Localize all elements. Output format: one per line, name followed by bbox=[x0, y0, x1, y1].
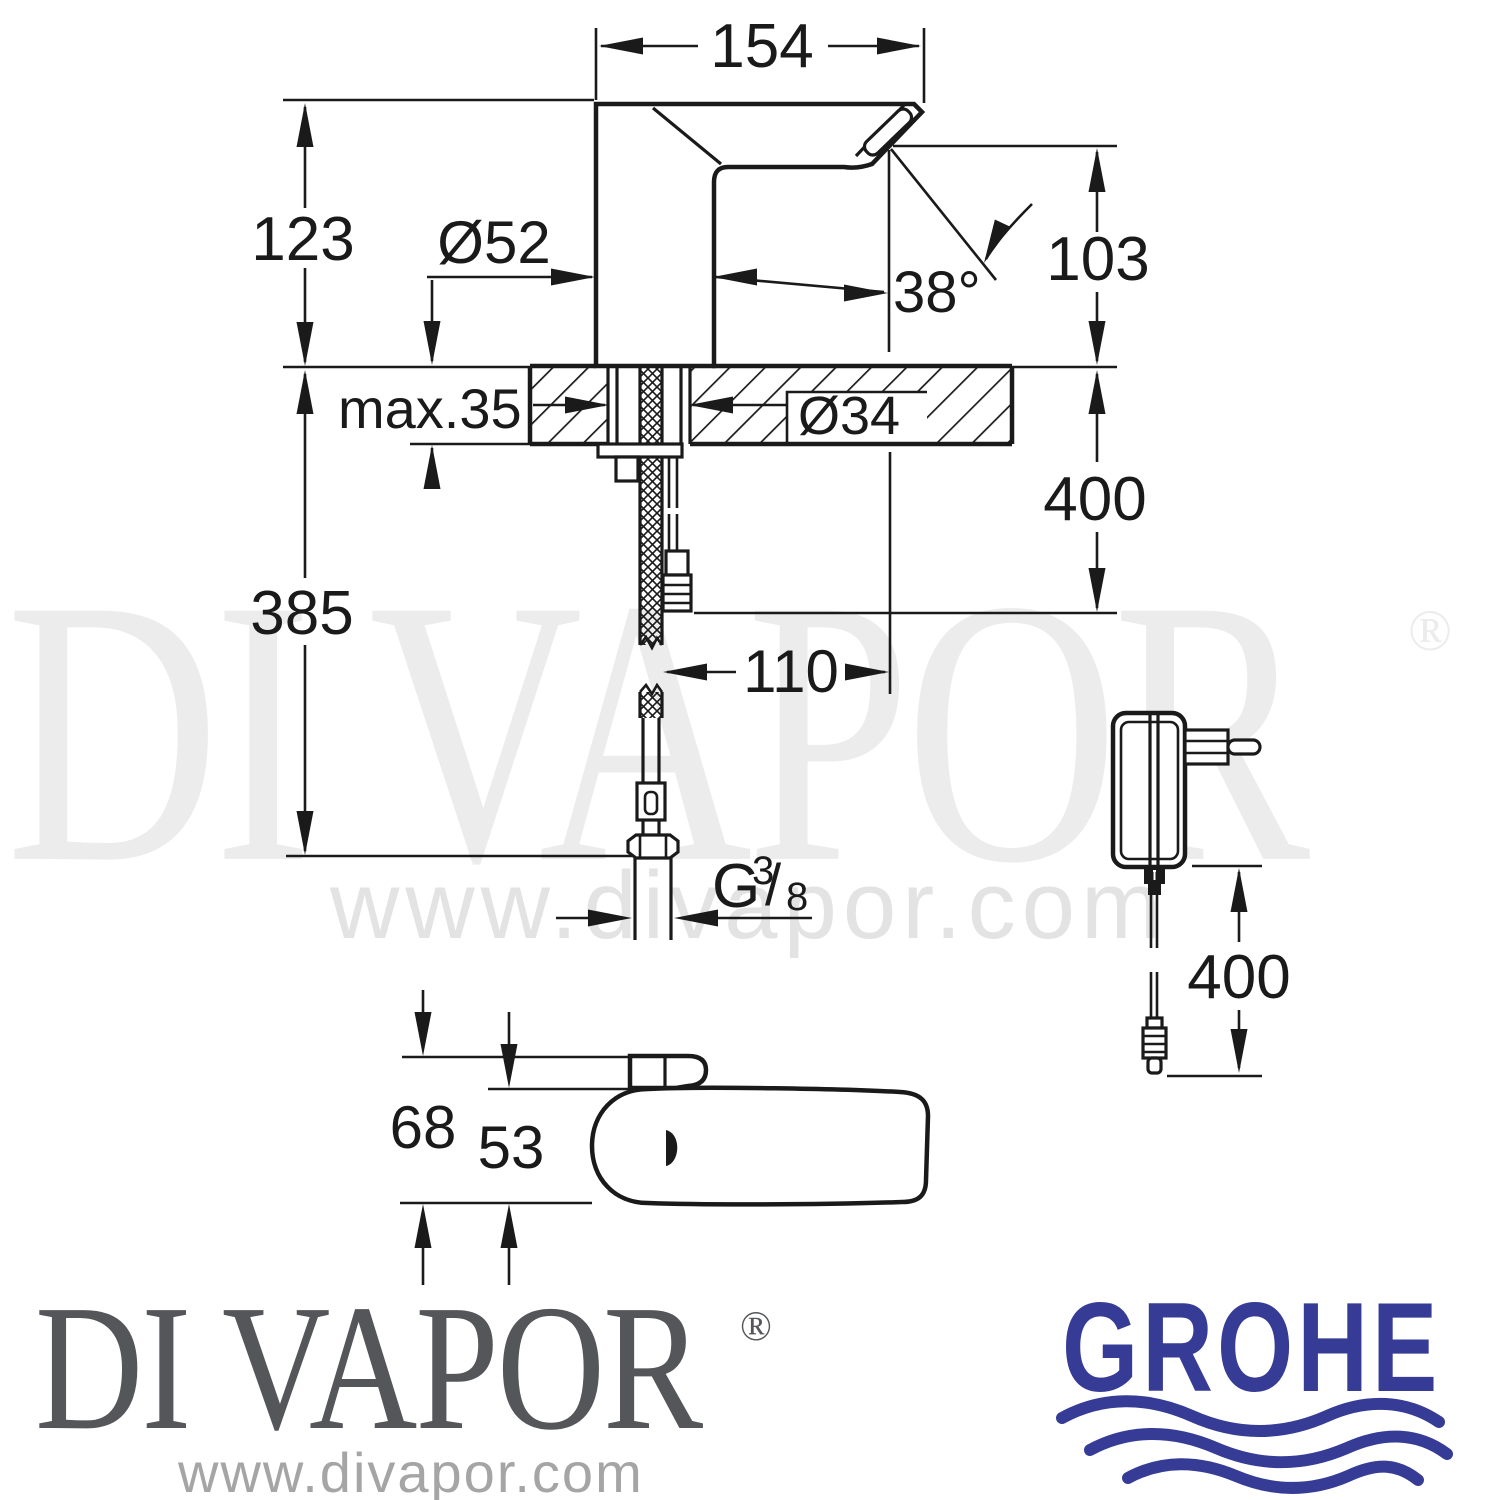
plug-connector-tip bbox=[1146, 1056, 1163, 1075]
watermark-registered-icon: ® bbox=[1408, 598, 1452, 663]
topview-spout-tab bbox=[627, 1053, 709, 1091]
spout-aerator bbox=[862, 107, 914, 157]
dimension-dia52: Ø52 bbox=[427, 209, 888, 302]
divapor-logo-text: DI VAPOR bbox=[35, 1267, 704, 1467]
grohe-logo: GROHE bbox=[1056, 1277, 1453, 1494]
watermark-url-text: www.divapor.com bbox=[329, 852, 1167, 959]
dim-angle38-label: 38° bbox=[893, 260, 981, 325]
deck-label-notch bbox=[785, 390, 927, 444]
dimension-53: 53 bbox=[478, 1012, 545, 1285]
mounting-bracket-block bbox=[614, 455, 640, 483]
dimension-dia34: Ø34 bbox=[533, 386, 900, 446]
dim-dia34-label: Ø34 bbox=[798, 386, 900, 446]
adapter-strain-relief-stub bbox=[1148, 884, 1161, 895]
dim-68-label: 68 bbox=[390, 1094, 457, 1161]
dim-385-label: 385 bbox=[250, 579, 353, 648]
faucet-crease-line bbox=[651, 106, 723, 166]
mounting-bracket-plate bbox=[596, 442, 684, 459]
deck-hatch-mid bbox=[690, 392, 787, 444]
thread-slash: / bbox=[765, 853, 782, 918]
dimension-385: 385 bbox=[250, 370, 632, 858]
adapter-cable bbox=[1149, 895, 1159, 1018]
hex-nut-facets bbox=[638, 835, 668, 858]
deck-hatch-right bbox=[927, 392, 1012, 444]
deck-hatch-top-strip bbox=[690, 366, 1012, 392]
fitting-window bbox=[643, 790, 659, 816]
cable-connector-ribs bbox=[663, 583, 691, 605]
fitting-neck bbox=[641, 820, 661, 835]
dimension-angle38: 38° bbox=[887, 144, 1117, 352]
hex-nut bbox=[626, 833, 680, 860]
dimension-103: 103 bbox=[1046, 148, 1150, 365]
dim-dia52-label: Ø52 bbox=[437, 209, 550, 276]
dim-123-label: 123 bbox=[251, 205, 354, 274]
braided-hose-upper bbox=[640, 366, 662, 645]
dim-g38-label: G 3 / 8 bbox=[712, 849, 808, 921]
hose-break-top bbox=[638, 634, 664, 651]
thread-base: G bbox=[712, 852, 760, 921]
deck-reference-lines bbox=[283, 365, 1117, 446]
divapor-logo: DI VAPOR ® www.divapor.com bbox=[35, 1267, 772, 1500]
deck-side-edges bbox=[527, 366, 1015, 444]
faucet-body-outline bbox=[593, 101, 926, 369]
topview-body-outline bbox=[589, 1085, 931, 1207]
dim-400-adapter-label: 400 bbox=[1187, 943, 1290, 1012]
dim-110-label: 110 bbox=[743, 638, 839, 705]
cable-connector-top bbox=[664, 549, 690, 577]
strain-relief-mark bbox=[1153, 870, 1156, 880]
dim-154-label: 154 bbox=[710, 12, 813, 81]
dimension-g38-thread: G 3 / 8 bbox=[556, 849, 812, 927]
plug-prong-lines bbox=[1185, 739, 1228, 755]
divapor-url-text: www.divapor.com bbox=[177, 1441, 644, 1500]
faucet-side-view bbox=[593, 101, 926, 369]
plug-connector-ribs bbox=[1143, 1034, 1166, 1054]
power-adapter: 400 bbox=[1110, 710, 1291, 1078]
braided-hose-lower-edges bbox=[638, 692, 664, 718]
dimension-400-adapter: 400 bbox=[1167, 864, 1291, 1078]
dim-400-right-label: 400 bbox=[1043, 465, 1146, 534]
dimension-110: 110 bbox=[663, 452, 892, 705]
dimension-123: 123 bbox=[251, 98, 594, 366]
dimension-154: 154 bbox=[594, 12, 926, 103]
sensor-cable bbox=[667, 457, 679, 551]
braided-hose-lower bbox=[640, 692, 662, 718]
thread-denominator: 8 bbox=[786, 875, 808, 919]
dimension-max35: max.35 bbox=[338, 280, 522, 489]
dimension-400-right: 400 bbox=[694, 370, 1147, 615]
plug-prong-base bbox=[1183, 728, 1230, 766]
g38-pipe bbox=[633, 858, 673, 940]
grohe-waves-icon bbox=[1056, 1395, 1453, 1494]
faucet-top-view: 68 53 bbox=[390, 990, 931, 1285]
smooth-hose bbox=[641, 718, 661, 783]
dim-103-label: 103 bbox=[1046, 225, 1149, 294]
adapter-seam bbox=[1148, 713, 1160, 867]
plug-pin bbox=[1226, 738, 1262, 756]
thread-numerator: 3 bbox=[752, 849, 774, 893]
sensor-window bbox=[666, 1130, 678, 1166]
dim-53-label: 53 bbox=[478, 1114, 545, 1181]
dim-max35-label: max.35 bbox=[338, 377, 522, 440]
dimension-68: 68 bbox=[390, 990, 457, 1285]
divapor-registered-icon: ® bbox=[740, 1304, 772, 1350]
